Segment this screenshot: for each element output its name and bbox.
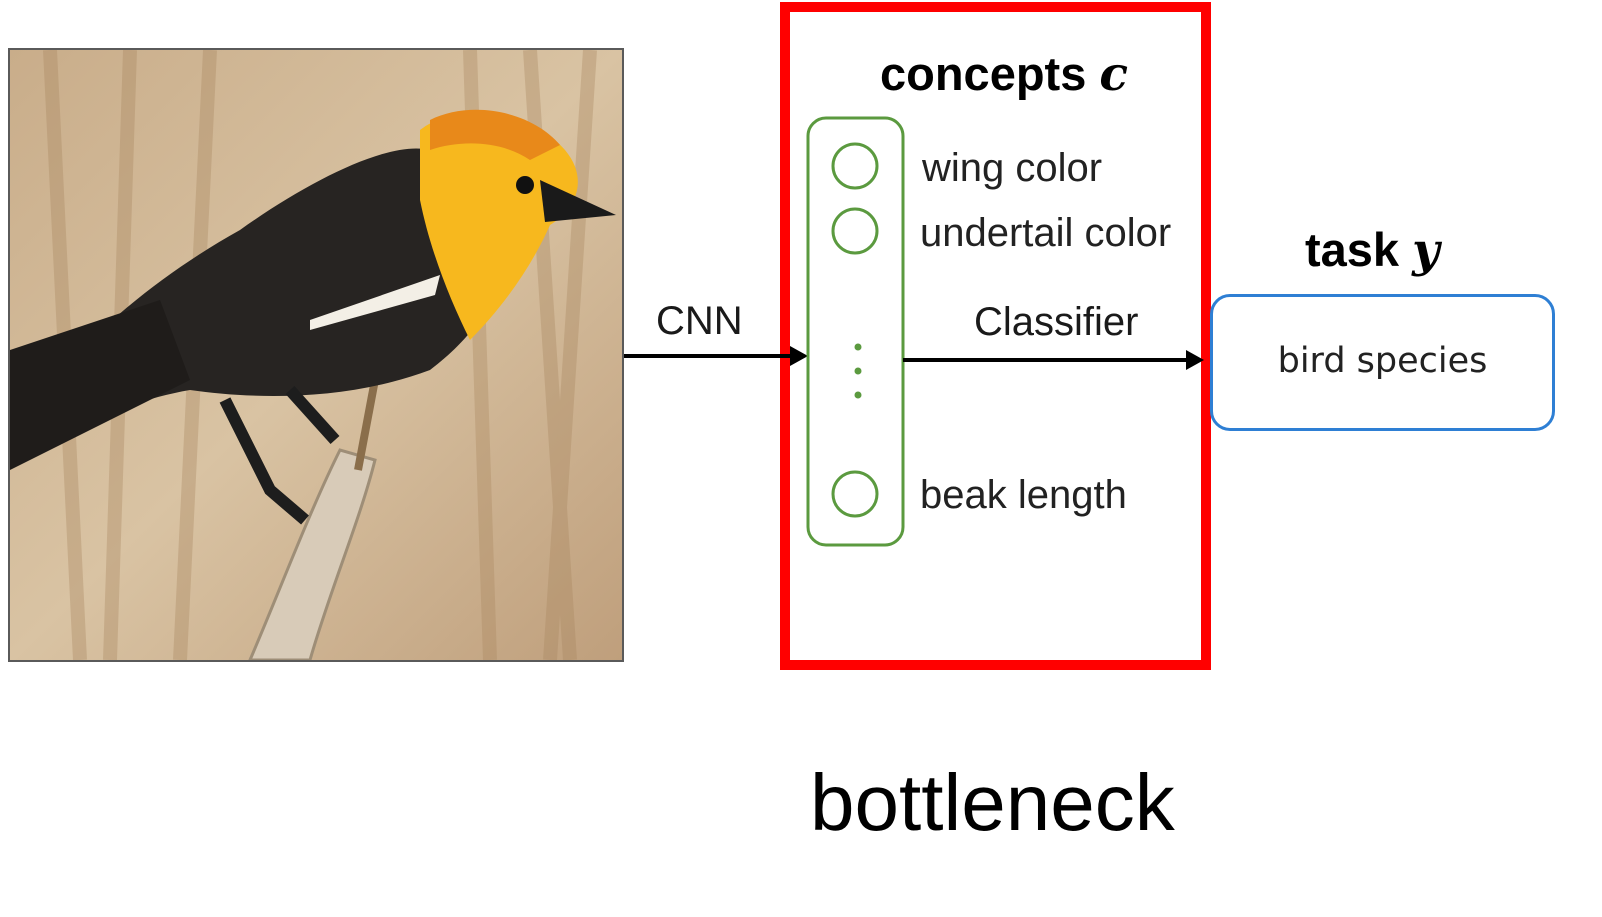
task-heading-word: task	[1305, 223, 1400, 276]
concept-label-wing-color: wing color	[922, 146, 1103, 190]
cnn-label: CNN	[656, 299, 743, 343]
task-output-box: bird species	[1210, 294, 1555, 431]
bird-beak	[540, 180, 616, 222]
bird-leg	[285, 385, 340, 445]
task-variable: y	[1412, 223, 1440, 278]
bird-crown	[430, 109, 560, 160]
task-output-label: bird species	[1277, 341, 1488, 381]
task-heading: task y	[1305, 222, 1439, 278]
concepts-heading-word: concepts	[880, 47, 1087, 100]
bird-tail	[10, 300, 190, 470]
bottleneck-highlight-box	[780, 2, 1211, 670]
classifier-arrowhead	[1186, 350, 1204, 370]
concept-label-undertail-color: undertail color	[920, 211, 1172, 255]
cnn-arrowhead	[790, 346, 808, 366]
concepts-variable: c	[1099, 47, 1129, 102]
ellipsis-dot	[854, 343, 862, 351]
concept-node-undertail-color	[831, 207, 879, 255]
bird-leg	[219, 397, 309, 525]
concept-node-beak-length	[831, 470, 879, 518]
concept-label-beak-length: beak length	[920, 473, 1127, 517]
bird-eye	[516, 176, 534, 194]
bottleneck-caption: bottleneck	[810, 758, 1175, 847]
cattail-stem	[248, 448, 377, 660]
concept-group-outline	[806, 116, 905, 547]
ellipsis-dot	[854, 367, 862, 375]
bird-head	[420, 112, 578, 340]
classifier-label: Classifier	[974, 300, 1139, 344]
bird-illustration	[10, 50, 622, 660]
concepts-heading: concepts c	[880, 46, 1128, 102]
ellipsis-dot	[854, 391, 862, 399]
bird-photo	[8, 48, 624, 662]
concept-node-wing-color	[831, 142, 879, 190]
wing-patch	[310, 275, 440, 330]
